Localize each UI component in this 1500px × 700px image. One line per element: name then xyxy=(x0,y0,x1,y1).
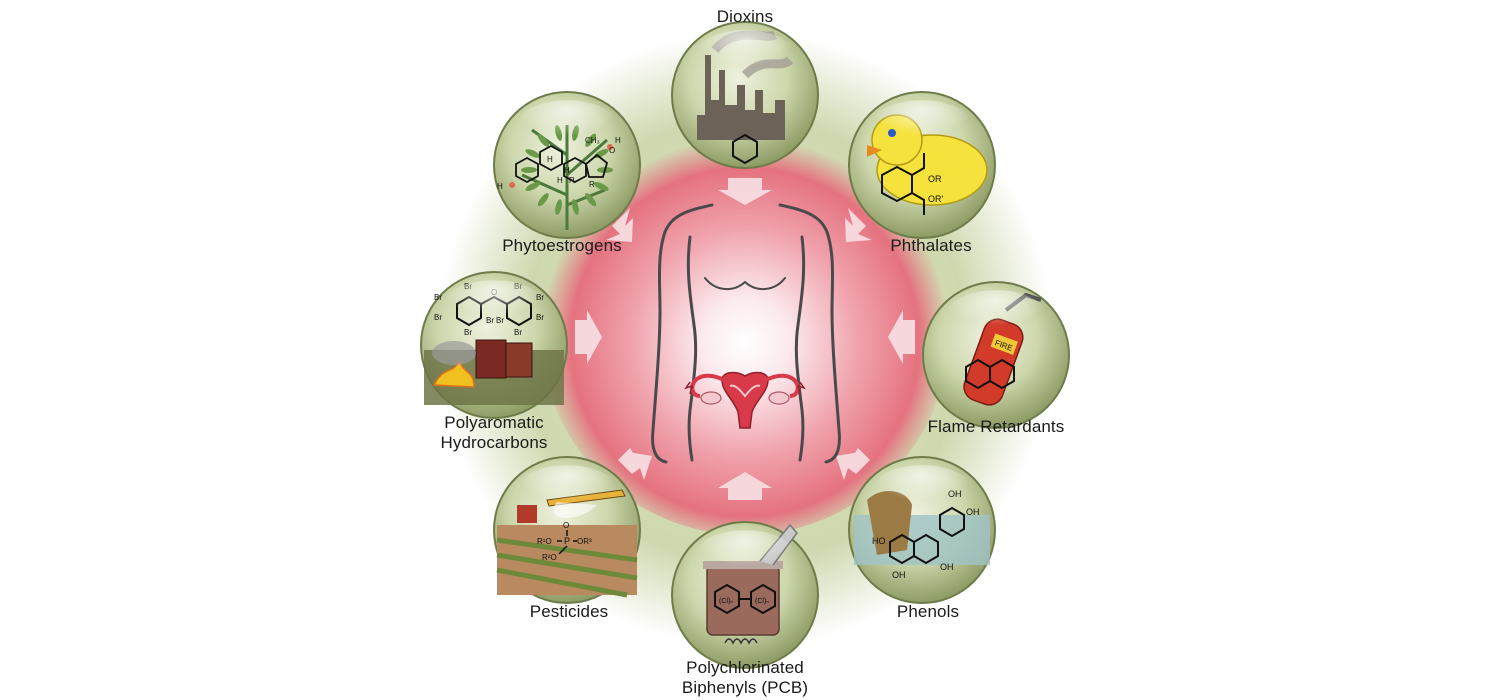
organophosphate-structure: O R¹O P OR³ R²O xyxy=(537,521,592,562)
svg-text:R¹O: R¹O xyxy=(537,537,552,546)
label-dioxins: Dioxins xyxy=(716,7,774,26)
svg-text:HO: HO xyxy=(872,536,886,546)
label-phytoestrogens: Phytoestrogens xyxy=(502,236,622,255)
svg-text:(Cl)ₙ: (Cl)ₙ xyxy=(755,598,769,605)
arrow-from-phthalates xyxy=(845,208,872,242)
node-pah: BrBrBrBrBrBrBrBrBrBrO xyxy=(420,271,568,419)
arrow-from-pah xyxy=(575,310,602,364)
svg-text:Br: Br xyxy=(464,328,472,337)
svg-text:P: P xyxy=(564,536,570,546)
svg-text:R: R xyxy=(589,180,595,189)
svg-text:Br: Br xyxy=(434,293,442,302)
svg-text:H: H xyxy=(564,166,570,175)
svg-text:OH: OH xyxy=(940,562,954,572)
svg-text:Br: Br xyxy=(536,313,544,322)
pouring-bottle-icon xyxy=(854,490,990,565)
node-dioxins xyxy=(671,21,819,169)
arrow-from-phenols xyxy=(836,448,870,480)
svg-text:OR: OR xyxy=(928,174,942,184)
node-pcb: (Cl)ₙ (Cl)ₙ xyxy=(671,521,819,669)
node-pesticides: O R¹O P OR³ R²O xyxy=(493,456,641,604)
svg-text:R²O: R²O xyxy=(542,553,557,562)
svg-text:OH: OH xyxy=(892,570,906,580)
female-body-outline xyxy=(651,203,841,464)
node-flame-retardants: FIRE xyxy=(922,281,1070,429)
arrow-from-flame-retardants xyxy=(888,310,915,364)
biphenyl-structure: (Cl)ₙ (Cl)ₙ xyxy=(714,583,776,615)
label-flame-retardants: Flame Retardants xyxy=(927,417,1065,436)
label-phthalates: Phthalates xyxy=(890,236,972,255)
uterus-icon xyxy=(684,371,806,429)
label-phenols: Phenols xyxy=(896,602,960,621)
label-pcb: Polychlorinated Biphenyls (PCB) xyxy=(681,658,809,697)
inward-arrows xyxy=(575,178,915,500)
svg-text:OR³: OR³ xyxy=(577,537,592,546)
svg-text:R: R xyxy=(569,176,575,185)
node-phenols: OHOHHOOHOH xyxy=(848,456,996,604)
dioxin-structure xyxy=(732,133,758,165)
svg-text:H: H xyxy=(557,176,563,185)
arrow-from-phytoestrogens xyxy=(606,208,633,242)
label-pesticides: Pesticides xyxy=(529,602,609,621)
svg-text:H: H xyxy=(547,155,553,164)
arrow-from-pcb xyxy=(718,472,772,500)
svg-text:OH: OH xyxy=(966,507,980,517)
naphthalene-structure xyxy=(965,358,1015,390)
burning-barrels-icon xyxy=(424,339,564,405)
svg-text:OR': OR' xyxy=(928,194,944,204)
arrow-from-pesticides xyxy=(618,448,652,480)
svg-text:Br: Br xyxy=(514,328,522,337)
svg-text:Br: Br xyxy=(434,313,442,322)
svg-text:H: H xyxy=(615,136,621,145)
svg-text:(Cl)ₙ: (Cl)ₙ xyxy=(719,598,733,605)
arrow-from-dioxins xyxy=(718,178,772,205)
label-pah: Polyaromatic Hydrocarbons xyxy=(440,413,548,452)
svg-text:H: H xyxy=(497,182,503,191)
svg-text:O: O xyxy=(609,146,615,155)
phthalate-structure: OR OR' xyxy=(881,153,944,215)
node-phytoestrogens: HCH₃OHHHRRH xyxy=(493,91,641,239)
node-phthalates: OR OR' xyxy=(848,91,996,239)
svg-text:O: O xyxy=(563,521,569,530)
